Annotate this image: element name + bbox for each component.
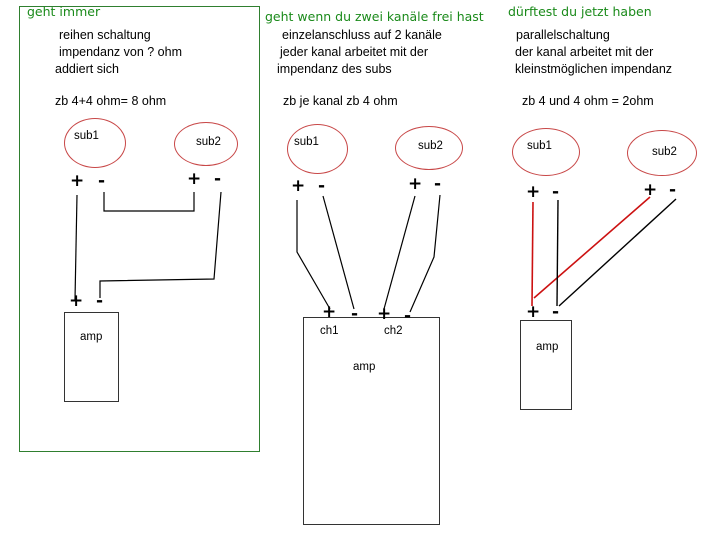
panel-2-sub1-label: sub1 (294, 136, 319, 148)
panel-1-line-1: reihen schaltung (59, 28, 151, 42)
panel-3-sub1 (512, 128, 580, 176)
panel-3-line-1: parallelschaltung (516, 28, 610, 42)
panel-2-ch2-minus: - (404, 306, 412, 326)
panel-2-ch2-label: ch2 (384, 325, 403, 337)
panel-1-line-3: addiert sich (55, 62, 119, 76)
panel-1-sub2-label: sub2 (196, 136, 221, 148)
panel-2-sub1 (287, 124, 348, 174)
panel-3-wire-sub2-plus (533, 196, 651, 299)
panel-3-amp-label: amp (536, 341, 559, 353)
panel-1-sub1-plus: + (70, 171, 85, 191)
panel-1-sub1-minus: - (98, 171, 106, 191)
panel-2-heading: geht wenn du zwei kanäle frei hast (265, 9, 484, 24)
panel-1-amp-minus: - (96, 291, 104, 311)
panel-2-line-1: einzelanschluss auf 2 kanäle (282, 28, 442, 42)
panel-1-sub1-label: sub1 (74, 130, 99, 142)
panel-1-wire-sub1-minus-to-sub2-plus (103, 192, 195, 212)
panel-2-amp-label: amp (353, 361, 376, 373)
panel-2-sub2 (395, 126, 463, 170)
panel-1-wire-sub2-minus-to-amp (99, 191, 222, 298)
panel-1-heading: geht immer (27, 4, 101, 19)
panel-1-wire-sub1-plus-to-amp (74, 194, 78, 301)
panel-2-wire-sub1-minus (322, 195, 355, 310)
panel-2-sub2-minus: - (434, 174, 442, 194)
panel-3-sub1-minus: - (552, 182, 560, 202)
panel-3-wire-sub1-plus (531, 201, 534, 307)
panel-1-amp (64, 312, 119, 402)
panel-3-sub2-label: sub2 (652, 146, 677, 158)
panel-2-example: zb je kanal zb 4 ohm (283, 94, 398, 108)
panel-2-sub2-plus: + (408, 174, 423, 194)
panel-3-wire-sub1-minus (556, 199, 559, 307)
panel-1-sub2 (174, 122, 238, 166)
panel-3-amp-plus: + (526, 302, 541, 322)
panel-2-sub2-label: sub2 (418, 140, 443, 152)
panel-3-amp-minus: - (552, 302, 560, 322)
panel-3-sub1-label: sub1 (527, 140, 552, 152)
panel-3-amp (520, 320, 572, 410)
panel-1-amp-plus: + (69, 291, 84, 311)
panel-2-sub1-plus: + (291, 176, 306, 196)
panel-2-amp (303, 317, 440, 525)
panel-2-ch1-label: ch1 (320, 325, 339, 337)
panel-2-wire-sub2-plus (383, 195, 416, 310)
panel-1-frame (19, 6, 260, 452)
panel-3-wire-sub2-minus (558, 198, 677, 307)
panel-2-ch2-plus: + (377, 304, 392, 324)
panel-2-ch1-plus: + (322, 302, 337, 322)
panel-3-sub2-plus: + (643, 180, 658, 200)
panel-2-wire-sub2-minus (409, 194, 441, 313)
panel-1-line-2: impendanz von ? ohm (59, 45, 182, 59)
panel-3-example: zb 4 und 4 ohm = 2ohm (522, 94, 654, 108)
panel-3-sub2-minus: - (669, 180, 677, 200)
panel-2-wire-sub1-plus (296, 200, 331, 310)
panel-2-ch1-minus: - (351, 304, 359, 324)
panel-2-line-2: jeder kanal arbeitet mit der (280, 45, 428, 59)
panel-3-line-2: der kanal arbeitet mit der (515, 45, 654, 59)
panel-1-sub2-minus: - (214, 169, 222, 189)
panel-1-amp-label: amp (80, 331, 103, 343)
panel-3-line-3: kleinstmöglichen impendanz (515, 62, 673, 76)
panel-3-sub2 (627, 130, 697, 176)
panel-2-line-3: impendanz des subs (277, 62, 392, 76)
panel-1-example: zb 4+4 ohm= 8 ohm (55, 94, 167, 108)
panel-3-heading: dürftest du jetzt haben (508, 4, 652, 19)
panel-2-sub1-minus: - (318, 176, 326, 196)
panel-3-sub1-plus: + (526, 182, 541, 202)
panel-1-sub1 (64, 118, 126, 168)
panel-1-sub2-plus: + (187, 169, 202, 189)
